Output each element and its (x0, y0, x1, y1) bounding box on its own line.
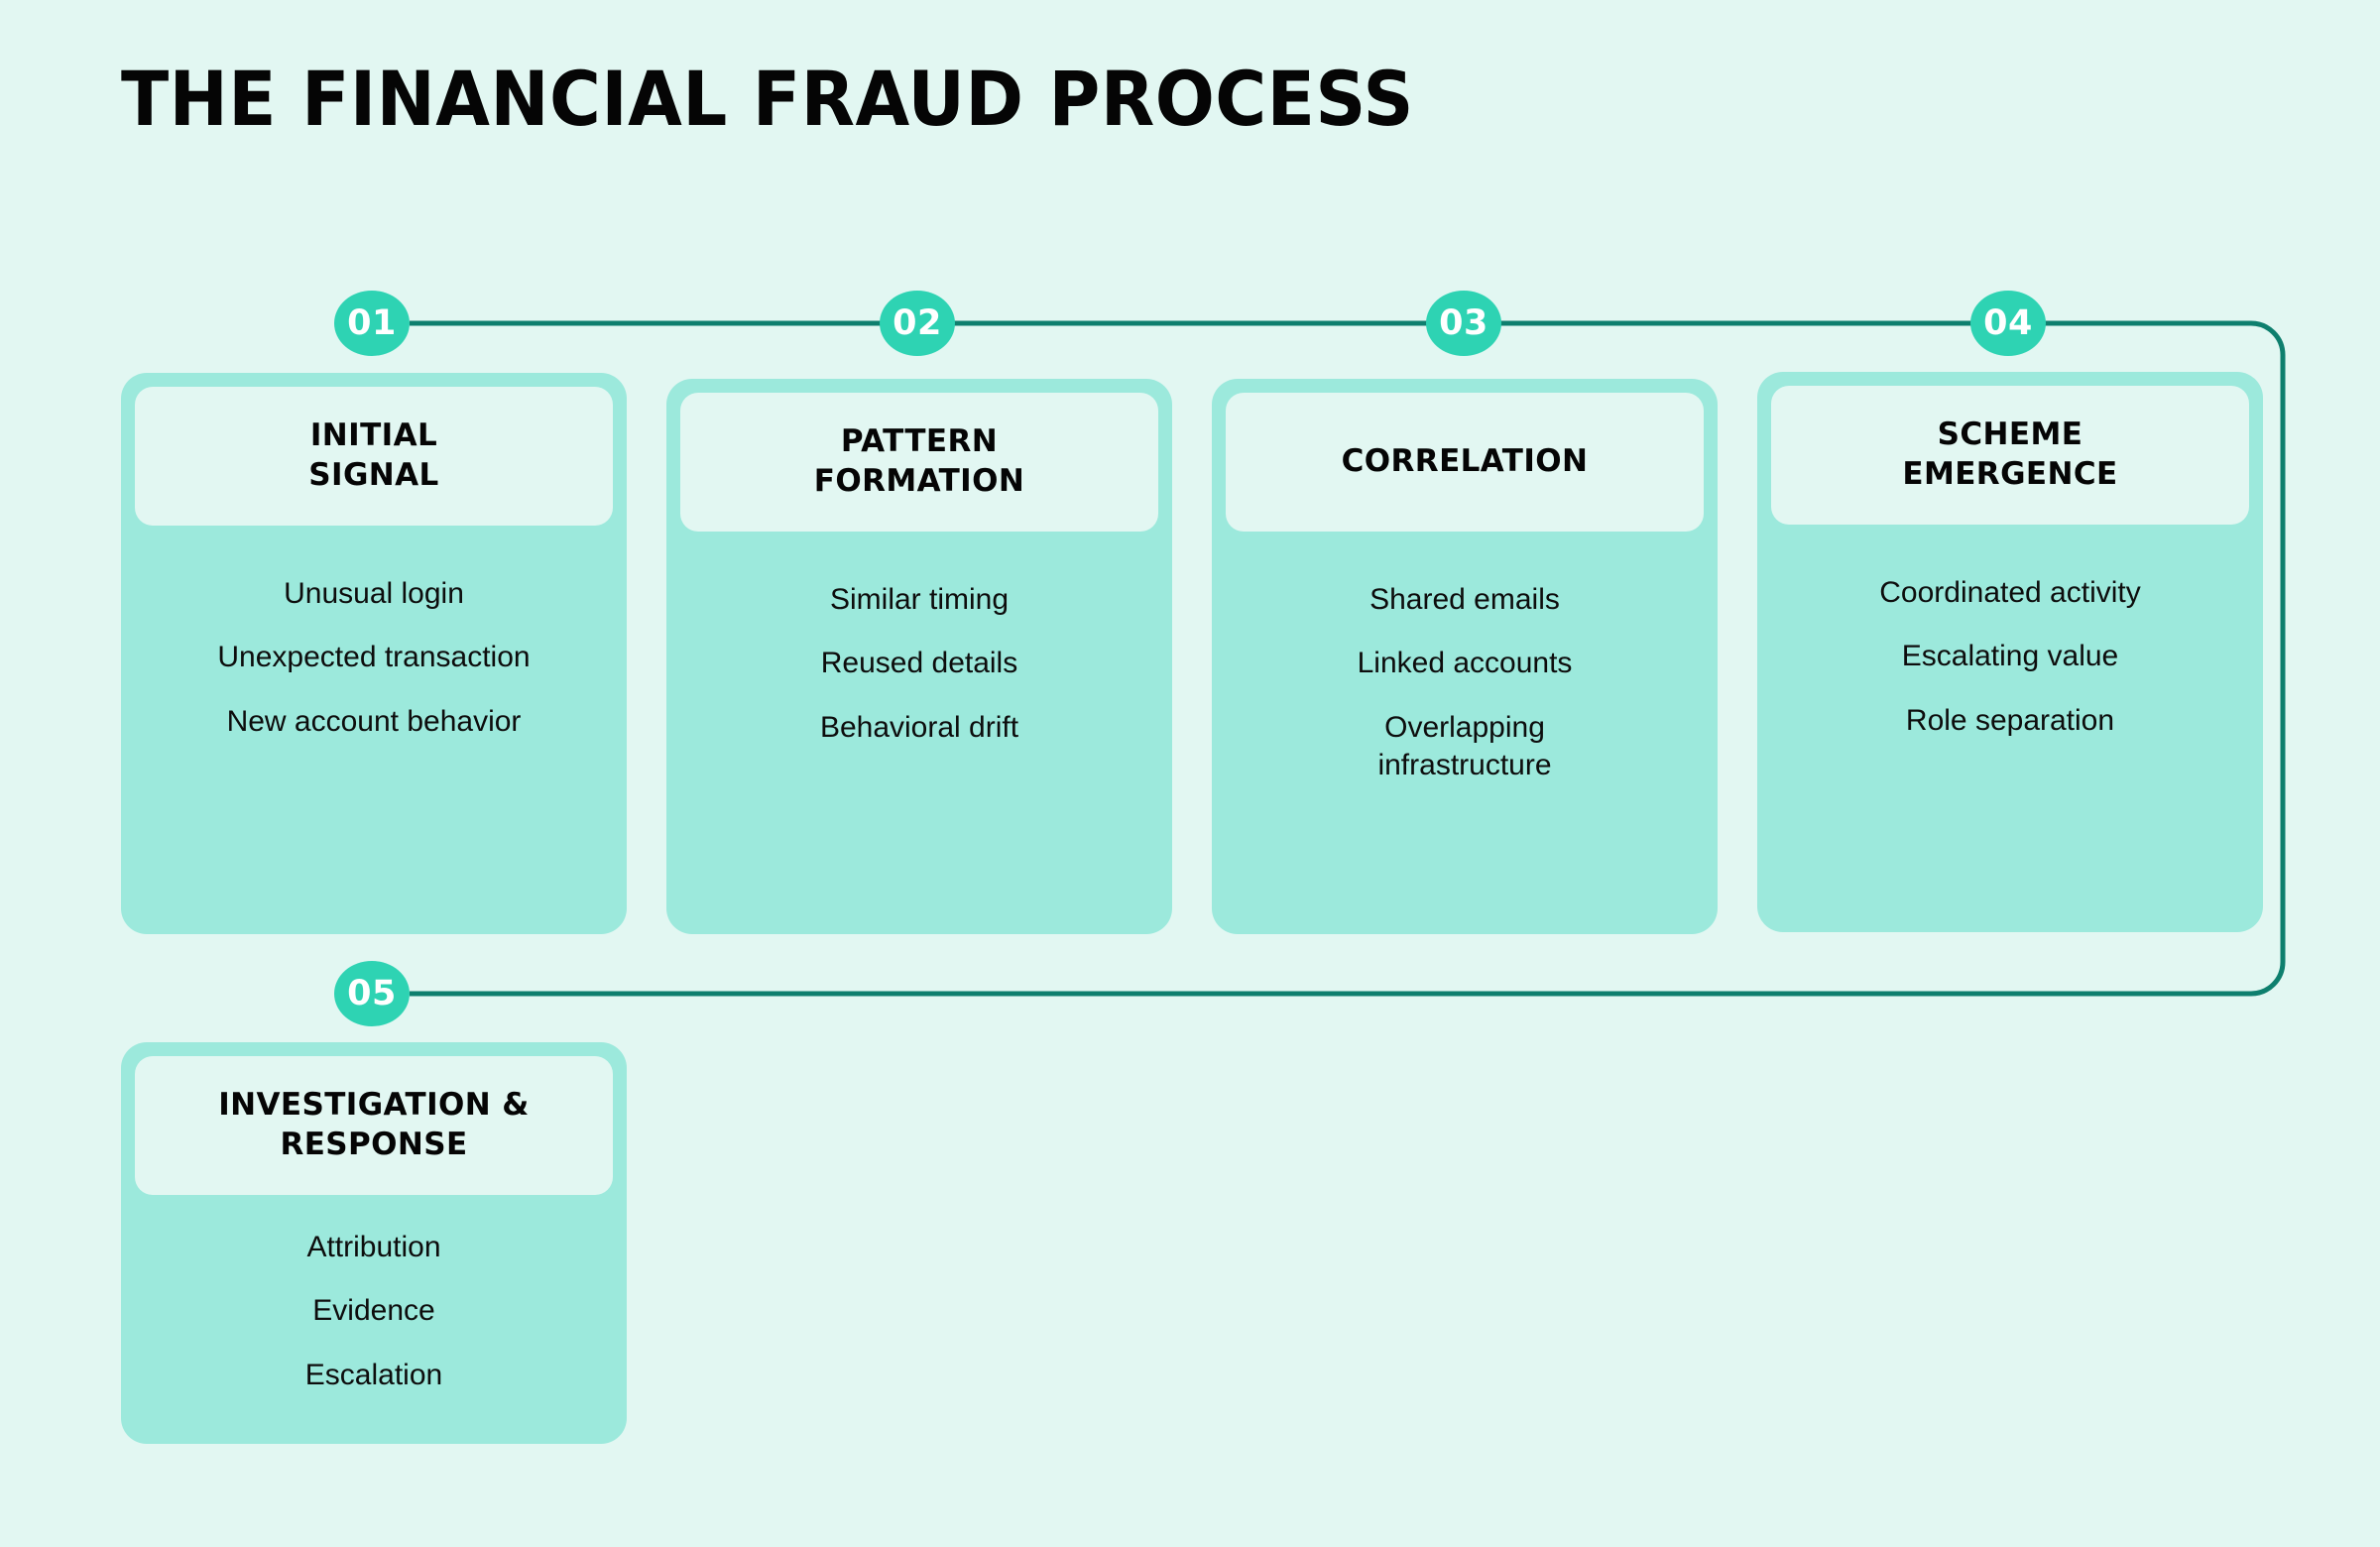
step-card-2-items: Similar timing Reused details Behavioral… (680, 532, 1158, 920)
step-card-3-items: Shared emails Linked accounts Overlappin… (1226, 532, 1704, 920)
step-card-1-items: Unusual login Unexpected transaction New… (135, 526, 613, 920)
list-item: Linked accounts (1357, 647, 1573, 680)
list-item: Reused details (820, 647, 1018, 680)
step-card-3-title: CORRELATION (1341, 443, 1589, 480)
list-item: Unusual login (284, 577, 464, 610)
list-item: Similar timing (829, 583, 1010, 616)
list-item: Evidence (312, 1294, 435, 1328)
step-badge-5-label: 05 (347, 973, 397, 1013)
step-badge-1-label: 01 (347, 302, 397, 343)
list-item: Escalation (304, 1358, 443, 1391)
list-item: Escalating value (1901, 640, 2119, 673)
step-badge-2[interactable]: 02 (880, 291, 955, 356)
list-item: Unexpected transaction (217, 641, 531, 674)
step-card-5-header: INVESTIGATION & RESPONSE (135, 1056, 613, 1195)
list-item: Attribution (306, 1231, 441, 1263)
step-card-5-title: INVESTIGATION & RESPONSE (218, 1087, 530, 1162)
step-card-5[interactable]: INVESTIGATION & RESPONSE Attribution Evi… (121, 1042, 627, 1444)
step-card-4-items: Coordinated activity Escalating value Ro… (1771, 525, 2249, 918)
list-item: Overlapping infrastructure (1377, 710, 1552, 782)
step-card-4[interactable]: SCHEME EMERGENCE Coordinated activity Es… (1757, 372, 2263, 932)
step-badge-4[interactable]: 04 (1970, 291, 2046, 356)
list-item: New account behavior (226, 704, 522, 738)
step-card-3-header: CORRELATION (1226, 393, 1704, 532)
step-card-5-items: Attribution Evidence Escalation (135, 1195, 613, 1430)
step-badge-1[interactable]: 01 (334, 291, 410, 356)
step-card-1-title: INITIAL SIGNAL (308, 417, 439, 493)
step-card-1-header: INITIAL SIGNAL (135, 387, 613, 526)
step-card-3[interactable]: CORRELATION Shared emails Linked account… (1212, 379, 1718, 934)
step-badge-4-label: 04 (1983, 302, 2033, 343)
step-card-2-title: PATTERN FORMATION (813, 423, 1025, 499)
step-card-4-header: SCHEME EMERGENCE (1771, 386, 2249, 525)
step-card-1[interactable]: INITIAL SIGNAL Unusual login Unexpected … (121, 373, 627, 934)
step-badge-3-label: 03 (1439, 302, 1488, 343)
list-item: Shared emails (1369, 583, 1560, 616)
list-item: Coordinated activity (1879, 576, 2141, 609)
step-card-4-title: SCHEME EMERGENCE (1902, 416, 2118, 492)
list-item: Behavioral drift (819, 710, 1019, 744)
step-card-2-header: PATTERN FORMATION (680, 393, 1158, 532)
step-badge-5[interactable]: 05 (334, 961, 410, 1026)
step-card-2[interactable]: PATTERN FORMATION Similar timing Reused … (666, 379, 1172, 934)
page-title: THE FINANCIAL FRAUD PROCESS (121, 55, 1414, 143)
step-badge-3[interactable]: 03 (1426, 291, 1501, 356)
list-item: Role separation (1905, 703, 2115, 737)
step-badge-2-label: 02 (892, 302, 942, 343)
